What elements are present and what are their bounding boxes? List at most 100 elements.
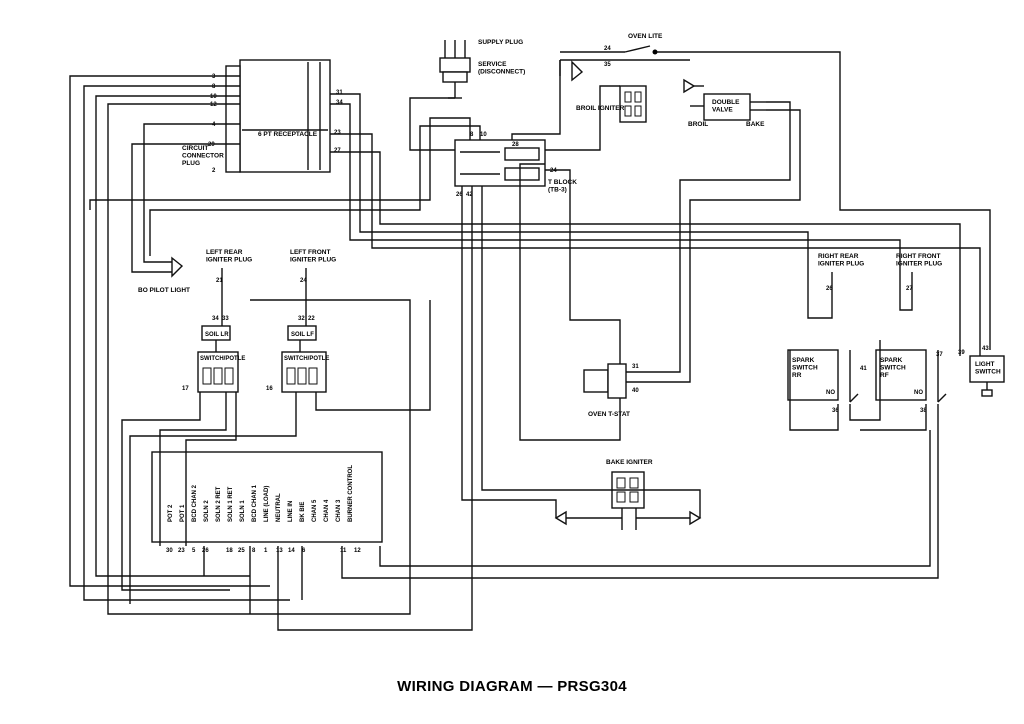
misc-pin: 36 xyxy=(832,408,839,414)
strip-label: BCD CHAN 1 xyxy=(252,484,258,522)
strip-label: BK BIE xyxy=(300,502,306,522)
strip-pin: 8 xyxy=(252,548,256,554)
strip-label: NEUTRAL xyxy=(276,493,282,522)
strip-label: LINE (LOAD) xyxy=(264,486,270,522)
strip-pin: 23 xyxy=(178,548,185,554)
bo-pilot-light: BO PILOT LIGHT xyxy=(138,256,190,294)
misc-pin: 38 xyxy=(920,408,927,414)
terminal-strip: POT 2 POT 1 BCD CHAN 2 SOLN 2 SOLN 2 RET… xyxy=(151,451,383,554)
pt-receptacle-label: 6 PT RECEPTACLE xyxy=(258,131,318,138)
igniter-pin: 27 xyxy=(906,286,913,292)
supply-plug-label: SUPPLY PLUG xyxy=(478,39,523,46)
strip-pin: 30 xyxy=(166,548,173,554)
oven-lite: OVEN LITE 24 35 xyxy=(559,33,690,82)
switch-potle-lf: SWITCH/POTLE 16 xyxy=(266,351,329,393)
soil-lf: SOIL LF 32 22 xyxy=(287,316,317,341)
spark-switch-rf-no: NO xyxy=(914,390,923,396)
spark-switch-rr-no: NO xyxy=(826,390,835,396)
misc-pin: 16 xyxy=(266,386,273,392)
tblock-pin: 42 xyxy=(466,192,473,198)
strip-pin: 6 xyxy=(302,548,306,554)
rcpt-pin: 23 xyxy=(334,130,341,136)
misc-pin: 37 xyxy=(936,352,943,358)
misc-pin: 22 xyxy=(308,316,315,322)
strip-label: BURNER CONTROL xyxy=(348,465,354,522)
misc-pin: 31 xyxy=(632,364,639,370)
switch-potle-lf-label: SWITCH/POTLE xyxy=(284,356,329,362)
diagram-caption: WIRING DIAGRAM — PRSG304 xyxy=(397,678,627,695)
bake-label: BAKE xyxy=(746,121,765,128)
strip-pin: 14 xyxy=(288,548,295,554)
misc-pin: 40 xyxy=(632,388,639,394)
strip-pin: 18 xyxy=(226,548,233,554)
strip-label: LINE IN xyxy=(288,501,294,522)
misc-pin: 32 xyxy=(298,316,305,322)
oven-tstat-label: OVEN T-STAT xyxy=(588,411,630,418)
supply-plug: SUPPLY PLUG SERVICE(DISCONNECT) xyxy=(439,39,525,99)
oven-lite-label: OVEN LITE xyxy=(628,33,663,40)
strip-pin: 26 xyxy=(202,548,209,554)
rcpt-pin: 27 xyxy=(334,148,341,154)
rcpt-pin: 29 xyxy=(208,142,215,148)
strip-pin: 5 xyxy=(192,548,196,554)
rcpt-pin: 34 xyxy=(336,100,343,106)
strip-pin: 11 xyxy=(340,548,347,554)
soil-lr: SOIL LR 34 33 xyxy=(201,316,231,341)
bake-igniter-label: BAKE IGNITER xyxy=(606,459,653,466)
rcpt-pin: 2 xyxy=(212,168,216,174)
tblock-pin: 10 xyxy=(480,132,487,138)
switch-potle-lr-label: SWITCH/POTLE xyxy=(200,356,245,362)
strip-label: SOLN 1 RET xyxy=(228,486,234,522)
rcpt-pin: 4 xyxy=(212,122,216,128)
igniter-pin: 24 xyxy=(300,278,307,284)
soil-lf-label: SOIL LF xyxy=(291,332,314,338)
misc-pin: 39 xyxy=(958,350,965,356)
strip-label: CHAN 4 xyxy=(324,499,330,522)
tblock-pin: 28 xyxy=(512,142,519,148)
strip-label: SOLN 2 RET xyxy=(216,486,222,522)
igniter-pin: 26 xyxy=(826,286,833,292)
rcpt-pin: 31 xyxy=(336,90,343,96)
strip-pin: 13 xyxy=(276,548,283,554)
misc-pin: 33 xyxy=(222,316,229,322)
soil-lr-label: SOIL LR xyxy=(205,332,229,338)
strip-pin: 25 xyxy=(238,548,245,554)
rcpt-pin: 3 xyxy=(212,74,216,80)
tblock-pin: 8 xyxy=(470,132,474,138)
strip-label: SOLN 1 xyxy=(240,500,246,522)
igniter-pin: 21 xyxy=(216,278,223,284)
strip-label: CHAN 5 xyxy=(312,499,318,522)
t-block-label: T BLOCK(TB-3) xyxy=(548,179,577,193)
misc-pin: 41 xyxy=(860,366,867,372)
strip-label: POT 1 xyxy=(180,504,186,522)
strip-label: SOLN 2 xyxy=(204,500,210,522)
strip-pin: 1 xyxy=(264,548,268,554)
tblock-pin: 26 xyxy=(456,192,463,198)
wire-harness xyxy=(69,51,991,631)
misc-pin: 17 xyxy=(182,386,189,392)
misc-pin: 24 xyxy=(604,46,611,52)
bo-pilot-light-label: BO PILOT LIGHT xyxy=(138,287,190,294)
oven-tstat: 31 40 OVEN T-STAT xyxy=(583,360,660,418)
misc-pin: 43 xyxy=(982,346,989,352)
misc-pin: 34 xyxy=(212,316,219,322)
strip-label: POT 2 xyxy=(168,504,174,522)
t-block: 8 10 28 26 42 24 T BLOCK(TB-3) xyxy=(454,132,577,198)
rcpt-pin: 10 xyxy=(210,94,217,100)
broil-igniter: BROIL IGNITER xyxy=(576,85,647,123)
